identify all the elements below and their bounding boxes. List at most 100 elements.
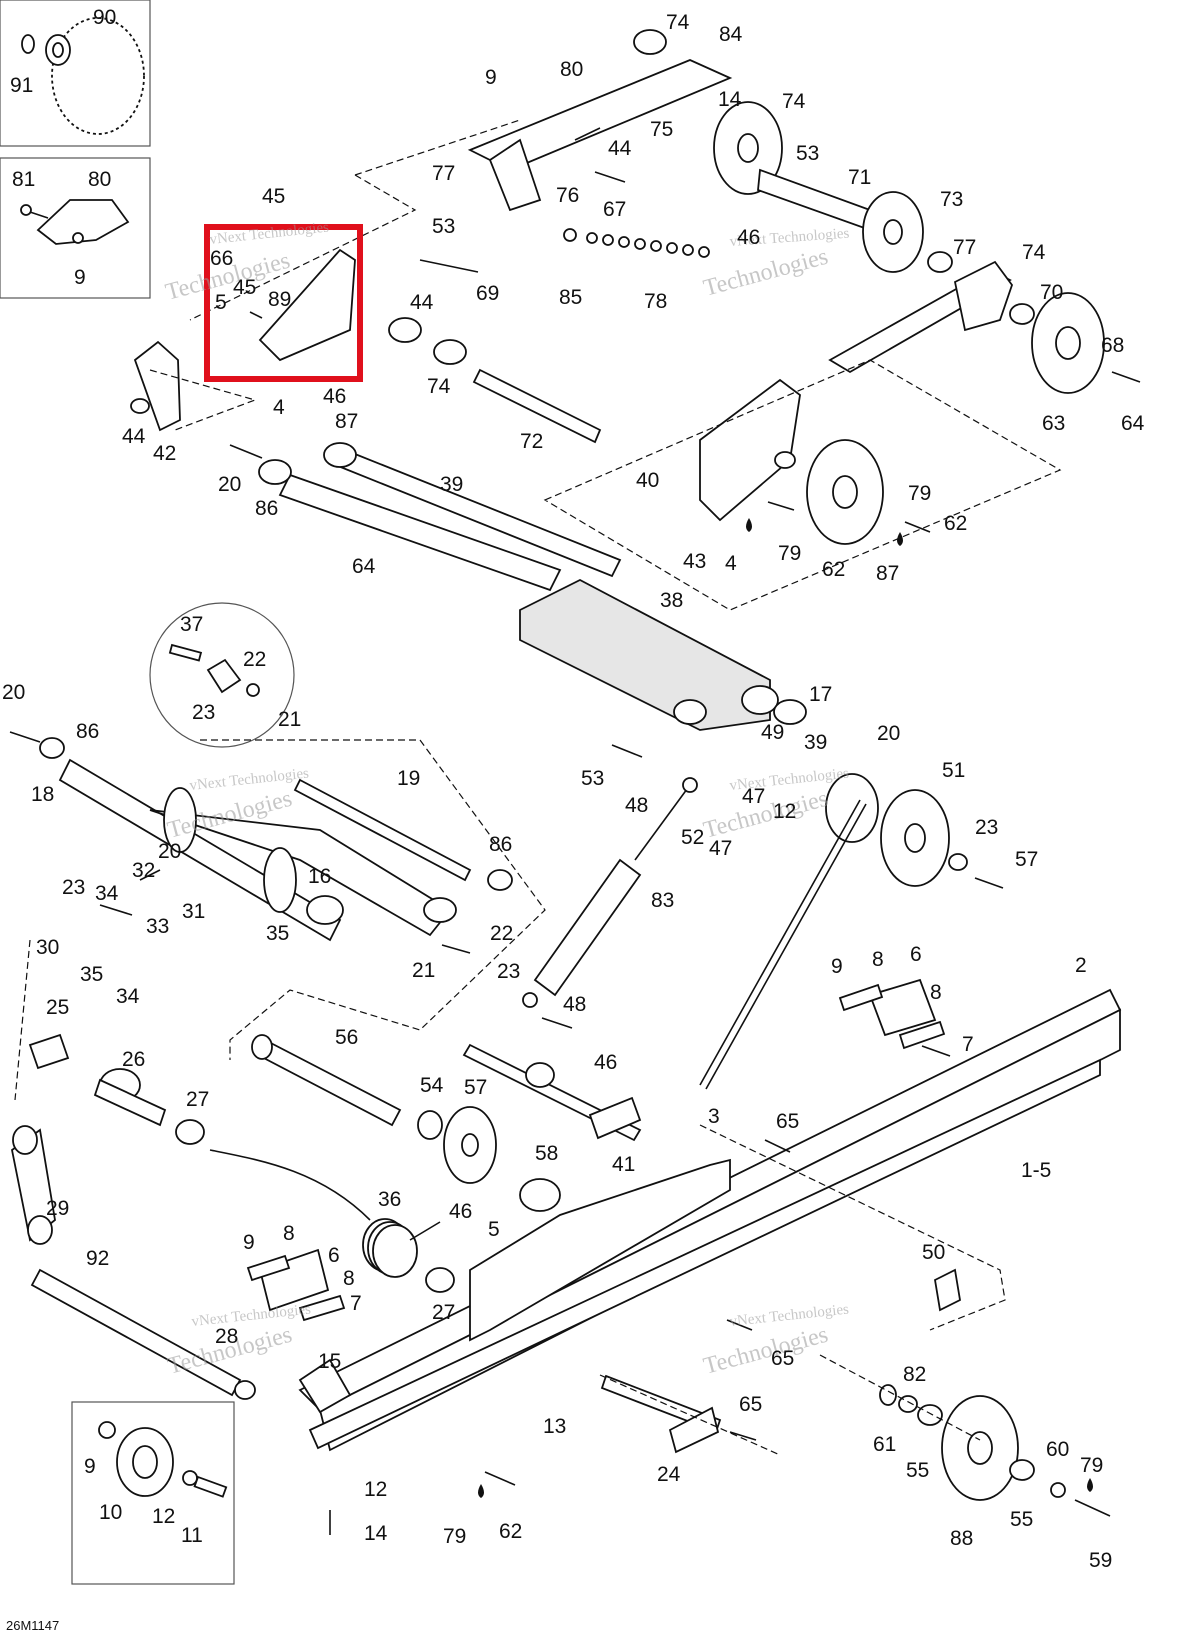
callout-label: 79 bbox=[778, 542, 801, 565]
sprocket-disc-drawing bbox=[21, 17, 145, 135]
callout-label: 46 bbox=[449, 1200, 472, 1223]
callout-label: 55 bbox=[1010, 1508, 1033, 1531]
svg-text:vNext Technologies: vNext Technologies bbox=[209, 220, 330, 248]
callout-label: 40 bbox=[636, 469, 659, 492]
callout-label: 28 bbox=[215, 1325, 238, 1348]
callout-label: 48 bbox=[563, 993, 586, 1016]
callout-label: 36 bbox=[378, 1188, 401, 1211]
inset-box-stopper bbox=[71, 1401, 235, 1585]
callout-label: 35 bbox=[266, 922, 289, 945]
callout-label: 74 bbox=[666, 11, 690, 34]
callout-label: 19 bbox=[397, 767, 420, 790]
callout-label: 11 bbox=[181, 1524, 203, 1547]
callout-label: 86 bbox=[255, 497, 278, 520]
callout-label: 77 bbox=[432, 162, 455, 185]
callout-label: 17 bbox=[809, 683, 832, 706]
callout-label: 79 bbox=[1080, 1454, 1103, 1477]
callout-label: 50 bbox=[922, 1241, 945, 1264]
grouping-dashed-lines bbox=[14, 119, 1062, 1456]
callout-label: 14 bbox=[718, 88, 742, 111]
detail-circle-parts bbox=[168, 643, 260, 697]
skid-rail-drawing bbox=[298, 988, 1122, 1452]
callout-label: 46 bbox=[323, 385, 346, 408]
callout-label: 70 bbox=[1040, 281, 1063, 304]
callout-label: 64 bbox=[1121, 412, 1145, 435]
callout-label: 10 bbox=[99, 1501, 122, 1524]
diagram-code: 26M1147 bbox=[6, 1618, 59, 1633]
callout-label: 62 bbox=[822, 558, 845, 581]
callout-label: 53 bbox=[796, 142, 819, 165]
callout-label: 9 bbox=[74, 266, 86, 289]
callout-label: 4 bbox=[273, 396, 285, 419]
callout-label: 46 bbox=[594, 1051, 617, 1074]
mid-wheel-drawing bbox=[699, 773, 968, 1090]
callout-label: 66 bbox=[210, 247, 233, 270]
callout-label: 91 bbox=[10, 74, 33, 97]
callout-label: 47 bbox=[709, 837, 732, 860]
callout-label: 57 bbox=[464, 1076, 487, 1099]
callout-label: 74 bbox=[782, 90, 806, 113]
callout-label: 20 bbox=[158, 840, 181, 863]
stopper-inset-drawing bbox=[98, 1421, 228, 1498]
callout-label: 59 bbox=[1089, 1549, 1112, 1572]
callout-label: 46 bbox=[737, 226, 760, 249]
callout-label: 39 bbox=[804, 731, 827, 754]
callout-label: 20 bbox=[218, 473, 241, 496]
callout-label: 87 bbox=[335, 410, 358, 433]
callout-label: 7 bbox=[962, 1033, 974, 1056]
callout-label: 73 bbox=[940, 188, 963, 211]
callout-label: 12 bbox=[364, 1478, 387, 1501]
callout-label: 85 bbox=[559, 286, 582, 309]
svg-text:vNext Technologies: vNext Technologies bbox=[191, 1302, 312, 1330]
callout-label: 60 bbox=[1046, 1438, 1069, 1461]
callout-label: 9 bbox=[243, 1231, 255, 1254]
callout-label: 44 bbox=[122, 425, 146, 448]
callout-label: 48 bbox=[625, 794, 648, 817]
callout-label: 67 bbox=[603, 198, 626, 221]
callout-label: 26 bbox=[122, 1048, 145, 1071]
callout-label: 54 bbox=[420, 1074, 444, 1097]
callout-label: 4 bbox=[725, 552, 737, 575]
callout-label: 7 bbox=[350, 1292, 362, 1315]
svg-text:Technologies: Technologies bbox=[701, 786, 831, 844]
callout-label: 18 bbox=[31, 783, 54, 806]
callout-label: 42 bbox=[153, 442, 176, 465]
callout-label: 16 bbox=[308, 865, 331, 888]
callout-label: 79 bbox=[443, 1525, 466, 1548]
callout-label: 27 bbox=[432, 1301, 455, 1324]
callout-label: 71 bbox=[848, 166, 871, 189]
callout-label: 21 bbox=[278, 708, 301, 731]
callout-label: 5 bbox=[488, 1218, 500, 1241]
callout-label: 87 bbox=[876, 562, 899, 585]
callout-label: 8 bbox=[343, 1267, 355, 1290]
callout-label: 9 bbox=[831, 955, 843, 978]
callout-label: 53 bbox=[581, 767, 604, 790]
svg-text:vNext Technologies: vNext Technologies bbox=[189, 766, 310, 794]
callout-label: 12 bbox=[152, 1505, 175, 1528]
lower-tubes-drawing bbox=[93, 1034, 561, 1293]
callout-label: 15 bbox=[318, 1350, 341, 1373]
svg-text:Technologies: Technologies bbox=[701, 1322, 831, 1380]
callout-label: 12 bbox=[773, 800, 796, 823]
callout-label: 2 bbox=[1075, 954, 1087, 977]
cross-shaft-41 bbox=[462, 1043, 642, 1142]
callout-label: 37 bbox=[180, 613, 203, 636]
bolt-set bbox=[9, 127, 1141, 1535]
washer-row-70 bbox=[563, 228, 710, 258]
front-arm-drawing bbox=[39, 737, 513, 942]
callout-label: 47 bbox=[742, 785, 765, 808]
callout-label: 80 bbox=[560, 58, 583, 81]
callout-label: 25 bbox=[46, 996, 69, 1019]
svg-text:Technologies: Technologies bbox=[701, 244, 831, 302]
callout-label: 45 bbox=[262, 185, 285, 208]
callout-label: 44 bbox=[608, 137, 632, 160]
callout-label: 61 bbox=[873, 1433, 896, 1456]
callout-label: 62 bbox=[944, 512, 967, 535]
callout-label: 31 bbox=[182, 900, 205, 923]
callout-label: 90 bbox=[93, 6, 116, 29]
callout-label: 23 bbox=[975, 816, 998, 839]
callout-label: 79 bbox=[908, 482, 931, 505]
callout-label: 34 bbox=[116, 985, 140, 1008]
callout-label: 55 bbox=[906, 1459, 929, 1482]
hardware-brackets bbox=[28, 978, 946, 1322]
